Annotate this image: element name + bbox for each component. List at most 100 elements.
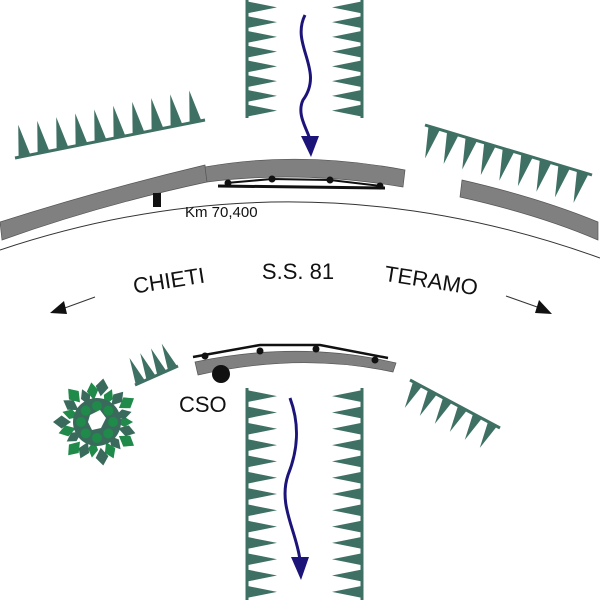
embankment-tooth	[247, 553, 277, 566]
embankment-tooth	[247, 45, 277, 58]
embankment-tooth	[332, 585, 362, 598]
direction-line-left	[61, 296, 96, 310]
embankment-tooth	[189, 90, 202, 124]
embankment-tooth	[37, 120, 50, 154]
embankment-tooth	[247, 488, 277, 500]
embankment-tooth	[18, 124, 31, 158]
embankment-top-left	[14, 90, 206, 160]
culvert-joint	[268, 175, 276, 183]
embankment-tooth	[247, 60, 277, 73]
leaf	[63, 400, 79, 411]
embankment-tooth	[332, 471, 362, 484]
embankment-tooth	[247, 536, 277, 549]
culvert-joint	[376, 182, 384, 190]
culvert-top-support	[225, 177, 382, 187]
embankment-tooth	[247, 104, 277, 117]
embankment-tooth	[479, 421, 497, 448]
embankment-tooth	[434, 397, 452, 424]
embankment-tooth	[332, 390, 362, 403]
embankment-tooth	[332, 75, 362, 88]
leaf	[92, 433, 102, 443]
embankment-tooth	[332, 455, 362, 468]
km-post	[153, 193, 161, 207]
embankment-tooth	[332, 60, 362, 73]
embankment-top-right	[424, 123, 593, 203]
culvert-joint	[326, 176, 334, 184]
embankment-tooth	[462, 137, 478, 170]
culvert-joint	[256, 347, 264, 355]
embankment-tooth	[94, 109, 107, 143]
leaf	[80, 428, 91, 439]
leaf	[115, 416, 133, 428]
embankment-tooth	[247, 439, 277, 452]
road-segment-bottom	[194, 350, 397, 376]
label-cso: CSO	[179, 392, 227, 417]
embankment-tooth	[332, 520, 362, 533]
embankment-tooth	[140, 353, 156, 380]
embankment-tooth	[480, 142, 496, 176]
leaf	[103, 428, 114, 439]
leaf	[78, 442, 90, 459]
leaf	[86, 382, 99, 401]
embankment-tooth	[332, 1, 362, 14]
culvert-top	[217, 184, 386, 190]
embankment-tooth	[247, 89, 277, 102]
embankment-tooth	[247, 406, 277, 419]
embankment-tooth	[332, 504, 362, 517]
embankment-tooth	[247, 455, 277, 468]
embankment-tooth	[132, 101, 145, 135]
embankment-tooth	[247, 585, 277, 598]
arrow-right-icon	[535, 300, 552, 314]
leaf	[80, 405, 91, 416]
km-label: Km 70,400	[185, 204, 258, 221]
road-segment-left	[0, 164, 208, 241]
embankment-tooth	[247, 471, 277, 484]
road-segment-right	[459, 179, 599, 241]
tree-icon	[53, 378, 136, 466]
flow-arrowhead-top	[301, 136, 319, 157]
leaf	[104, 442, 116, 459]
culvert-joint	[224, 179, 232, 187]
label-chieti: CHIETI	[131, 263, 206, 299]
embankment-tooth	[247, 16, 277, 29]
leaf	[58, 425, 76, 437]
leaf	[95, 447, 109, 466]
embankment-tooth	[247, 1, 277, 14]
cso-point	[212, 365, 230, 383]
embankment-tooth	[332, 569, 362, 582]
direction-line-right	[505, 295, 541, 309]
leaf	[53, 415, 71, 429]
flow-arrow-top	[299, 14, 312, 141]
leaf	[76, 417, 86, 427]
leaf	[118, 425, 136, 437]
flow-arrowhead-bottom	[291, 557, 309, 580]
embankment-tooth	[151, 98, 164, 131]
embankment-tooth	[247, 504, 277, 517]
embankment-tooth	[332, 422, 362, 435]
embankment-bottom-left	[129, 343, 179, 387]
embankment-tooth	[332, 45, 362, 58]
embankment-tooth	[332, 16, 362, 29]
embankment-tooth	[113, 105, 126, 139]
leaf	[118, 435, 135, 447]
embankment-tooth	[443, 131, 459, 164]
embankment-tooth	[554, 164, 570, 198]
embankment-tooth	[332, 406, 362, 419]
embankment-tooth	[56, 117, 69, 150]
embankment-tooth	[404, 381, 422, 408]
embankment-tooth	[150, 348, 167, 376]
arrow-left-icon	[50, 301, 67, 314]
channel-top-left-bank	[245, 0, 277, 118]
culvert-bottom-joints	[201, 345, 379, 364]
embankment-tooth	[247, 569, 277, 582]
culvert-joint	[312, 345, 320, 353]
embankment-tooth	[449, 405, 467, 432]
culvert-joint	[201, 352, 209, 360]
label-road-name: S.S. 81	[262, 259, 334, 284]
embankment-tooth	[332, 89, 362, 102]
culvert-top-joints	[224, 175, 384, 190]
embankment-tooth	[170, 94, 183, 127]
culvert-joint	[371, 356, 379, 364]
embankment-tooth	[247, 75, 277, 88]
